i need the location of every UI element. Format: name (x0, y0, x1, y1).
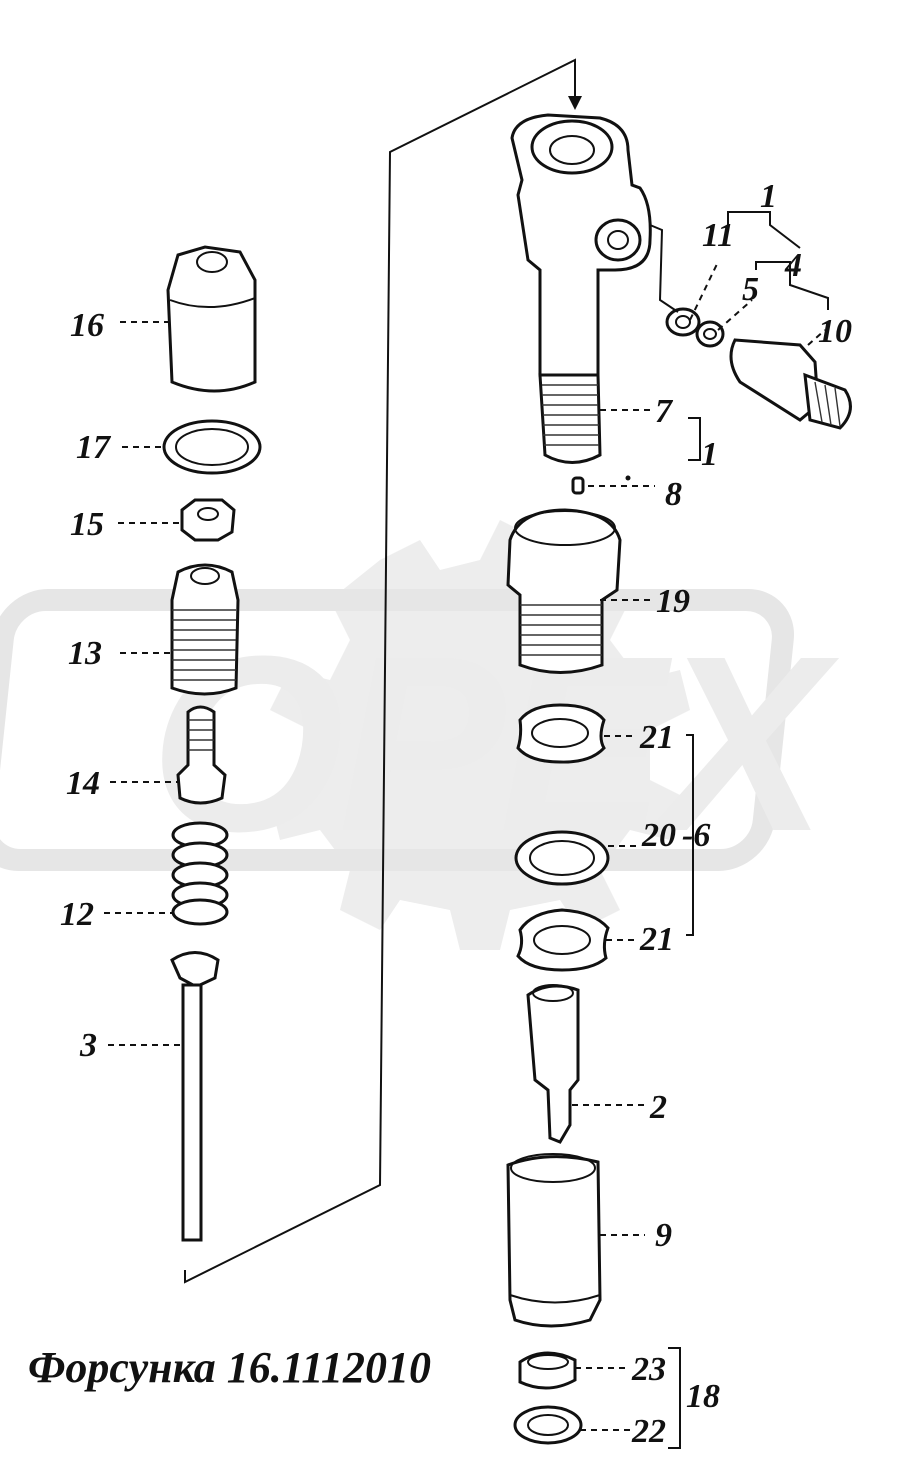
label-21-lower: 21 (639, 921, 674, 958)
watermark-text: OPEX (150, 604, 840, 883)
label-19: 19 (656, 583, 690, 620)
label-6: -6 (682, 817, 710, 854)
wave-washer-upper-part (516, 703, 606, 764)
label-4: 4 (784, 247, 802, 284)
label-1-lower: 1 (701, 436, 718, 473)
assembly-arrow-head (568, 96, 582, 110)
label-13: 13 (68, 635, 102, 672)
label-3: 3 (79, 1027, 97, 1064)
watermark-badge (0, 589, 795, 871)
label-20: 20 (641, 817, 676, 854)
label-17: 17 (76, 429, 112, 466)
spring-part (171, 821, 229, 926)
label-9: 9 (655, 1217, 672, 1254)
label-15: 15 (70, 506, 104, 543)
diagram-title: Форсунка 16.1112010 (28, 1343, 431, 1392)
label-18: 18 (686, 1378, 720, 1415)
wave-washer-lower-part (516, 908, 610, 972)
label-1-top: 1 (760, 178, 777, 215)
label-5: 5 (742, 271, 759, 308)
adjusting-screw-part (170, 563, 240, 696)
washer-23-part (518, 1351, 577, 1390)
washer-5-part (695, 320, 725, 348)
bracket-18 (668, 1347, 681, 1449)
bracket-4 (755, 261, 829, 310)
label-12: 12 (60, 896, 94, 933)
label-16: 16 (70, 307, 104, 344)
leader-lines (104, 261, 826, 1431)
sealing-washer-part (514, 830, 610, 886)
label-8: 8 (665, 476, 682, 513)
bracket-1-upper (727, 211, 801, 249)
label-7: 7 (655, 393, 674, 430)
spring-plate-part (176, 705, 227, 805)
label-11: 11 (702, 217, 734, 254)
label-21-upper: 21 (639, 719, 674, 756)
washer-22-part (513, 1405, 583, 1445)
sprayer-part (526, 984, 580, 1144)
nozzle-nut-part (506, 508, 622, 674)
label-23: 23 (631, 1351, 666, 1388)
bracket-6 (686, 734, 694, 936)
pin-part (571, 476, 585, 495)
label-10: 10 (818, 313, 852, 350)
injector-body-part (510, 113, 652, 464)
label-22: 22 (631, 1413, 666, 1450)
washer-11-part (665, 307, 701, 337)
cap-part (166, 245, 257, 393)
assembly-path-line (184, 58, 576, 1284)
watermark: OPEX (0, 520, 846, 950)
label-14: 14 (66, 765, 100, 802)
label-2: 2 (649, 1089, 667, 1126)
bracket-1-lower (688, 417, 701, 461)
cap-nut-part (506, 1153, 602, 1328)
push-rod-part (170, 951, 220, 1242)
fitting-part (729, 338, 852, 430)
